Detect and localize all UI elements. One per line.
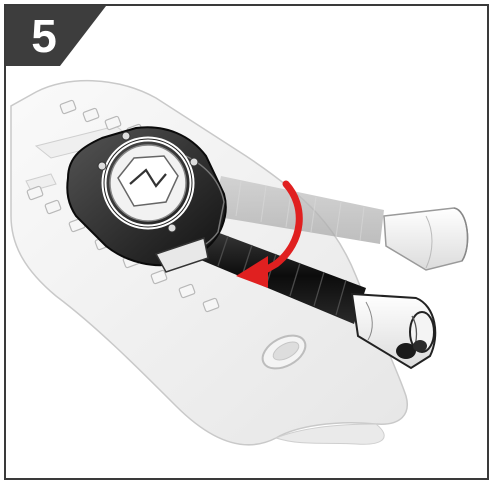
step-number: 5: [20, 8, 68, 64]
step-badge: 5: [6, 6, 116, 66]
instruction-panel: 5: [4, 4, 489, 480]
strap-illustration: [6, 6, 489, 480]
